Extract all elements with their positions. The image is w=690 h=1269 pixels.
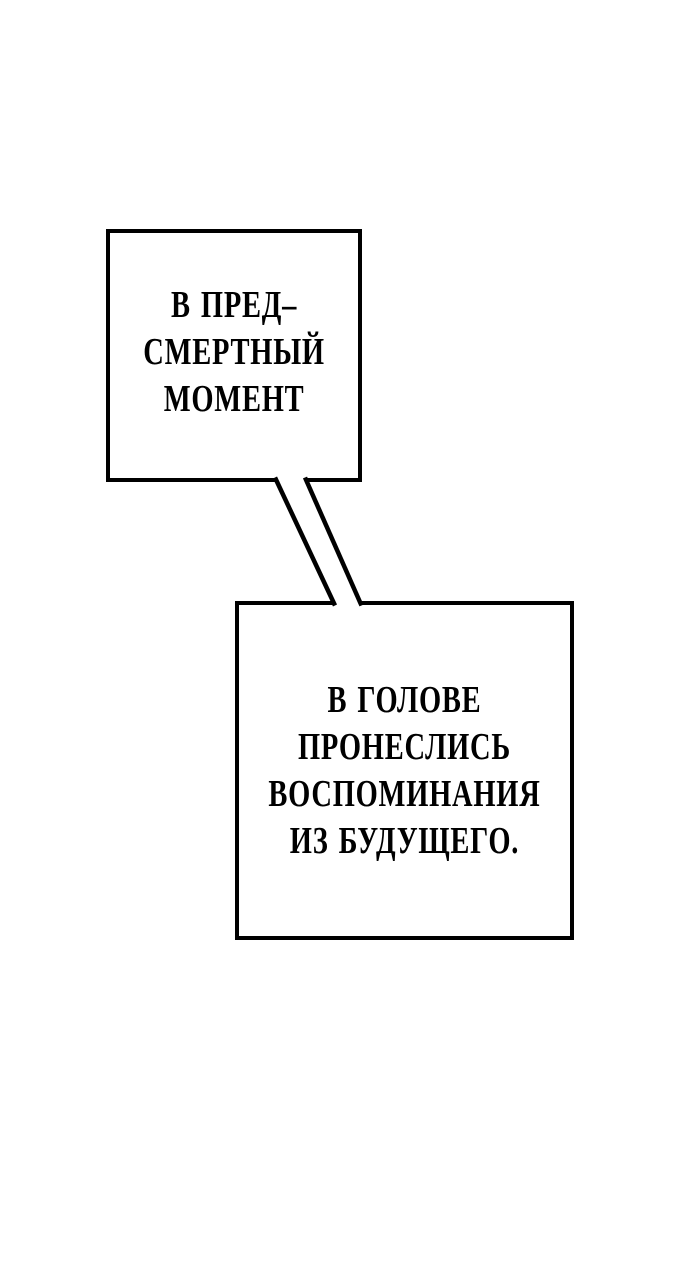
tail-left-edge	[272, 476, 338, 607]
text-line: ИЗ БУДУЩЕГО.	[289, 819, 520, 862]
text-line: СМЕРТНЫЙ	[143, 331, 325, 373]
speech-bubble-bottom-text: В ГОЛОВЕ ПРОНЕСЛИСЬ ВОСПОМИНАНИЯ ИЗ БУДУ…	[268, 677, 540, 865]
text-line: В ПРЕД–	[170, 284, 298, 326]
speech-bubble-bottom: В ГОЛОВЕ ПРОНЕСЛИСЬ ВОСПОМИНАНИЯ ИЗ БУДУ…	[235, 601, 574, 940]
tail-fill	[271, 472, 365, 610]
speech-bubble-top: В ПРЕД– СМЕРТНЫЙ МОМЕНТ	[106, 229, 362, 482]
speech-bubble-top-text: В ПРЕД– СМЕРТНЫЙ МОМЕНТ	[143, 282, 325, 423]
text-line: В ГОЛОВЕ	[327, 678, 482, 721]
text-line: МОМЕНТ	[163, 378, 305, 420]
text-line: ВОСПОМИНАНИЯ	[268, 772, 541, 815]
text-line: ПРОНЕСЛИСЬ	[298, 725, 511, 768]
tail-right-edge	[302, 476, 364, 607]
